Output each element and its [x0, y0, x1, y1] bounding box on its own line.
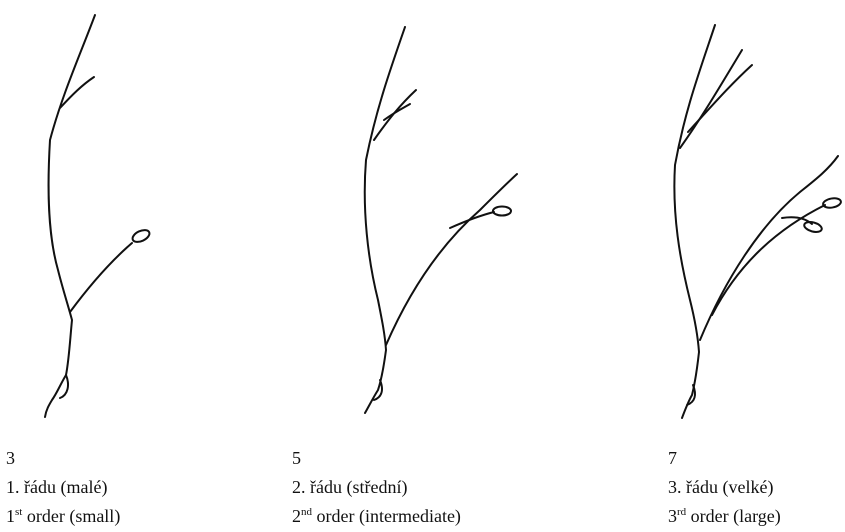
ordinal-suffix: st: [15, 506, 22, 518]
caption-second-order: 5 2. řádu (střední) 2nd order (intermedi…: [292, 444, 461, 531]
plant-figure-3: [674, 25, 841, 418]
upper-branch-a: [680, 50, 742, 148]
caption-number: 7: [668, 444, 781, 473]
caption-english: 2nd order (intermediate): [292, 502, 461, 531]
caption-number: 3: [6, 444, 120, 473]
main-stem: [45, 15, 95, 417]
caption-english: 3rd order (large): [668, 502, 781, 531]
ordinal: 3: [668, 506, 677, 526]
caption-czech: 3. řádu (velké): [668, 473, 781, 502]
lower-branch-long: [700, 156, 838, 340]
bud: [131, 228, 152, 245]
english-label: order (intermediate): [317, 506, 461, 526]
caption-czech: 2. řádu (střední): [292, 473, 461, 502]
english-label: order (small): [27, 506, 120, 526]
ordinal: 1: [6, 506, 15, 526]
ordinal-suffix: rd: [677, 506, 686, 518]
caption-english: 1st order (small): [6, 502, 120, 531]
lower-branch: [70, 243, 132, 312]
bud-lower: [803, 220, 823, 233]
caption-czech: 1. řádu (malé): [6, 473, 120, 502]
bud-upper: [822, 197, 841, 209]
main-stem: [674, 25, 715, 418]
bud: [493, 207, 511, 216]
english-label: order (large): [691, 506, 781, 526]
upper-branch-b: [384, 104, 410, 120]
caption-number: 5: [292, 444, 461, 473]
plant-figure-2: [365, 27, 517, 413]
caption-third-order: 7 3. řádu (velké) 3rd order (large): [668, 444, 781, 531]
caption-first-order: 3 1. řádu (malé) 1st order (small): [6, 444, 120, 531]
ordinal-suffix: nd: [301, 506, 312, 518]
main-stem: [365, 27, 405, 413]
ordinal: 2: [292, 506, 301, 526]
side-branch: [450, 212, 494, 228]
plant-figure-1: [45, 15, 151, 417]
upper-branch-a: [374, 90, 416, 140]
lower-branch: [386, 174, 517, 345]
